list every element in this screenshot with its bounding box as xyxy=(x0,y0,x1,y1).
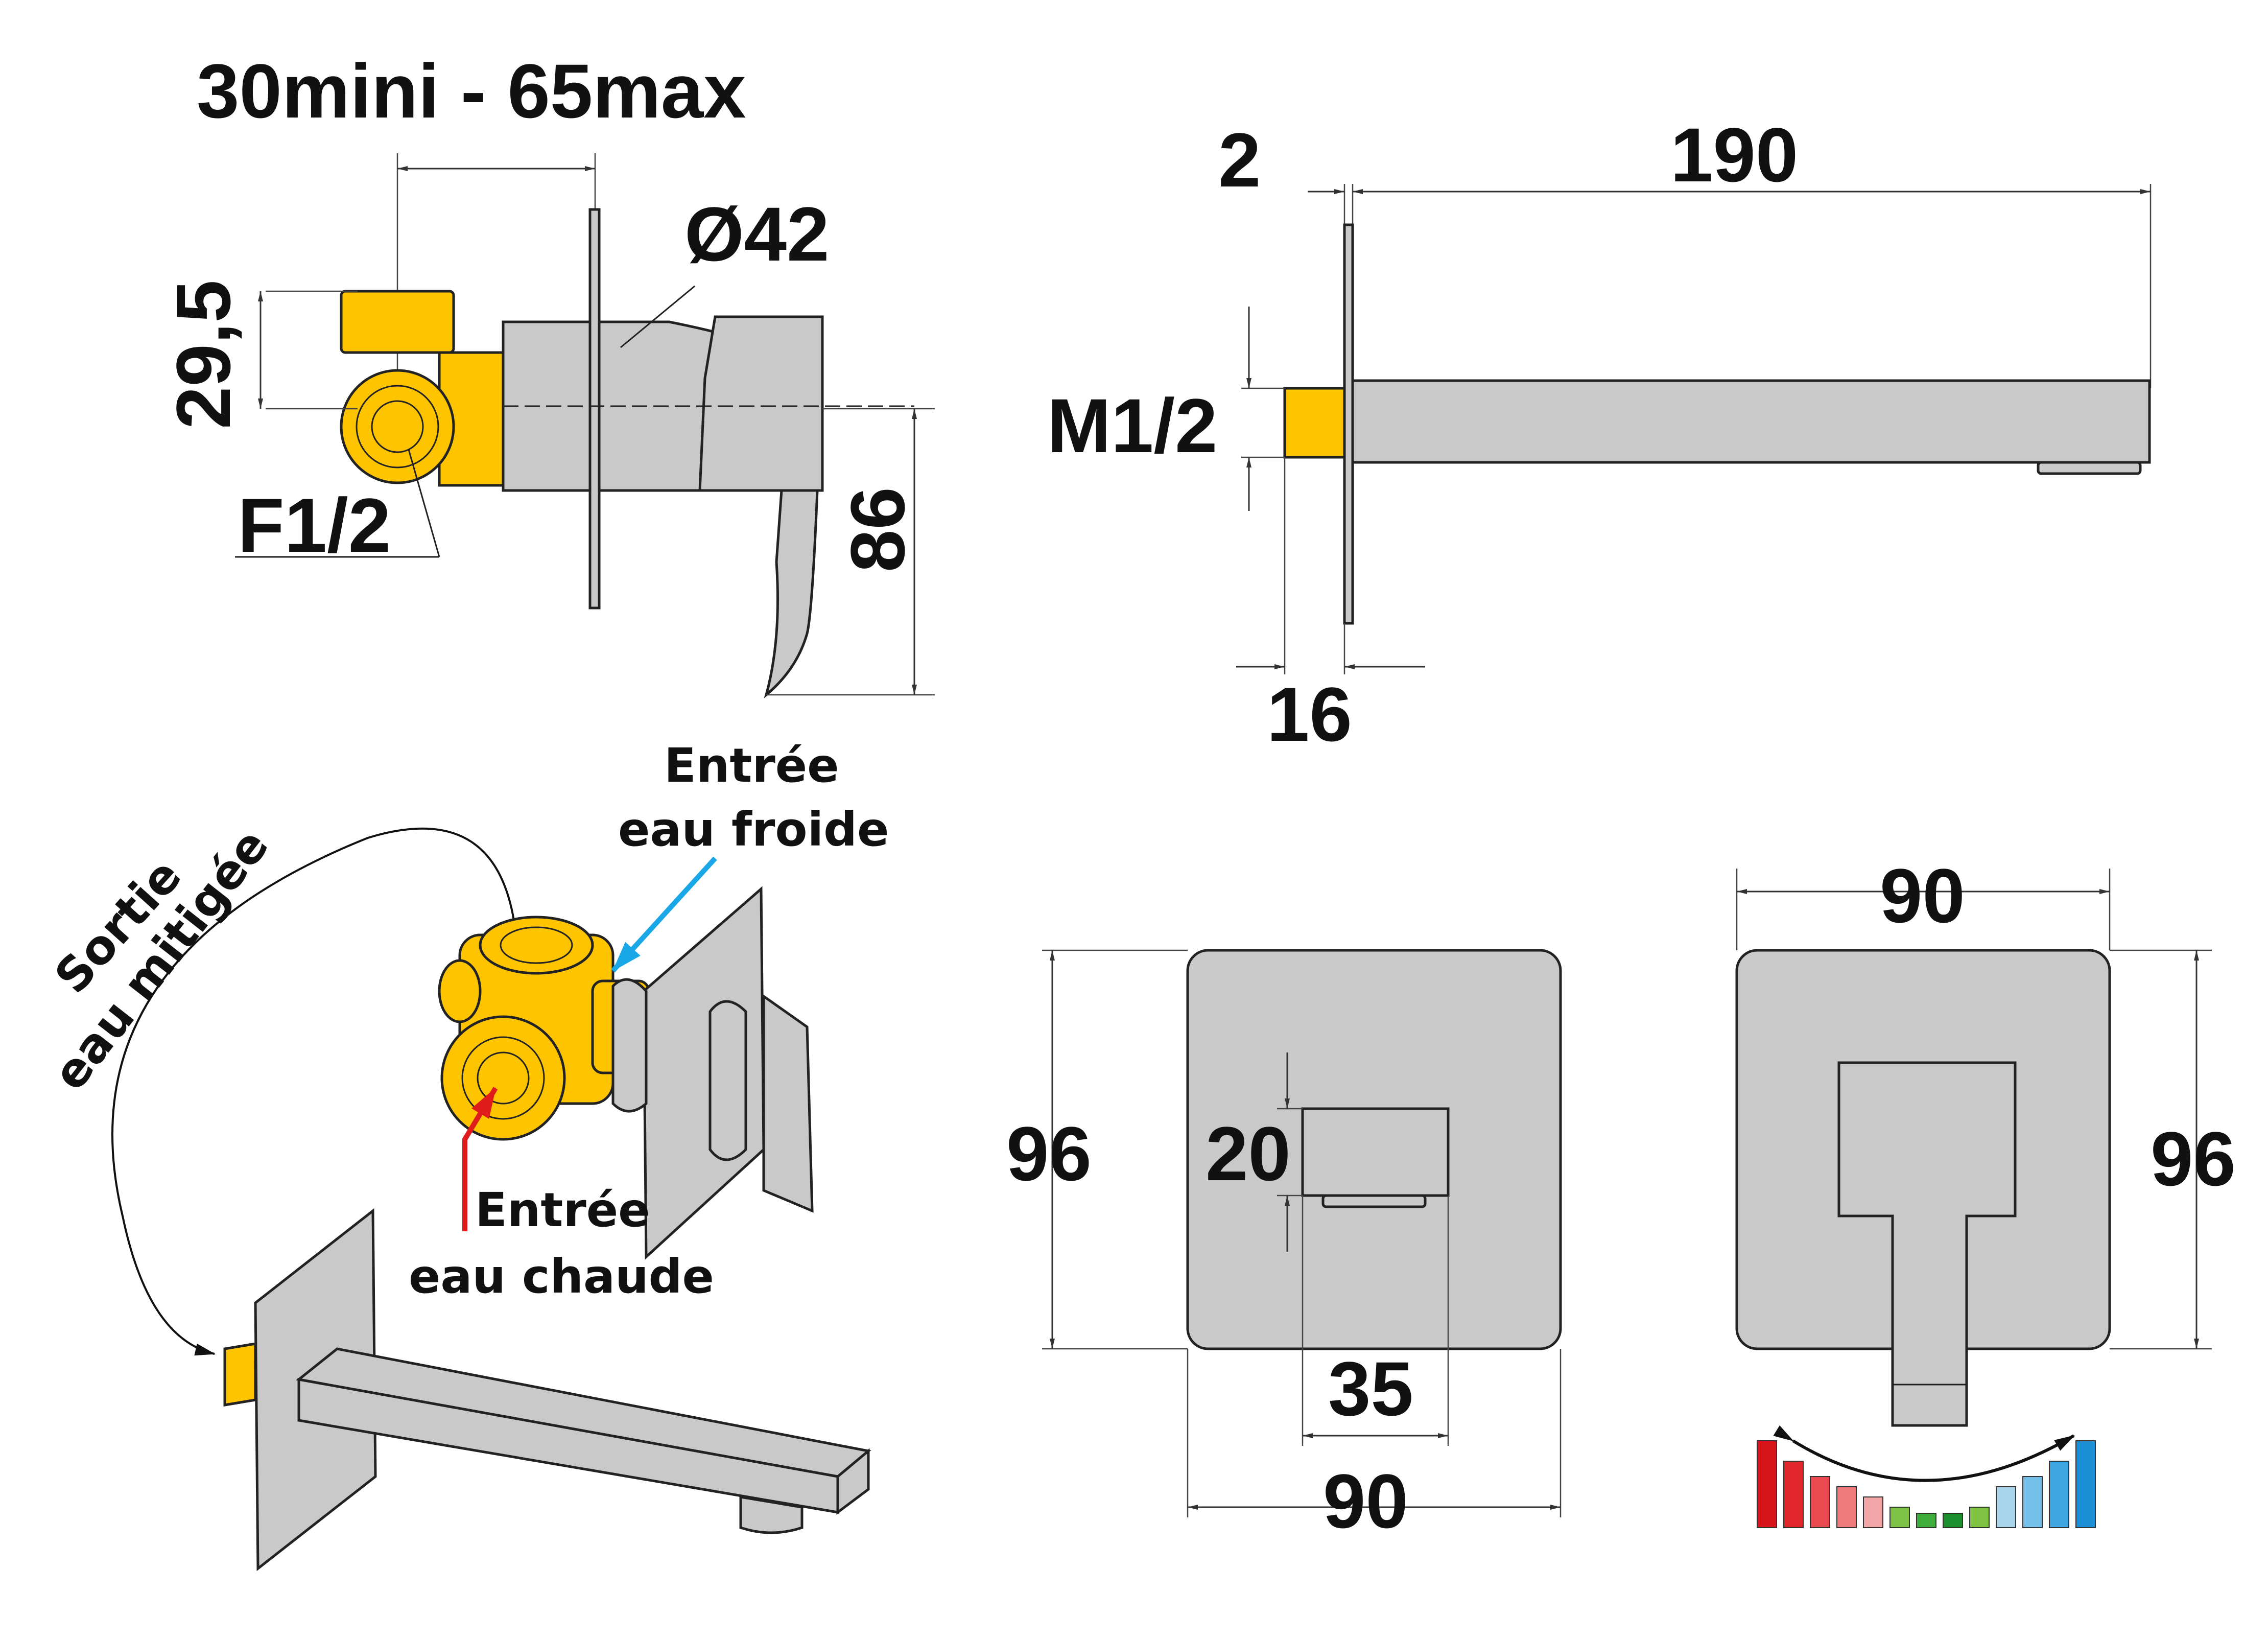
flow-view: Sortie eau mitigée Entrée eau froide Ent… xyxy=(42,738,889,1572)
inlet-thread-label: F1/2 xyxy=(238,482,391,568)
front-plate-width-label: 90 xyxy=(1323,1458,1408,1544)
double-arrow-icon xyxy=(1773,1425,2075,1482)
spout-body xyxy=(1351,379,2151,464)
mixer-side-view: 30mini - 65max 29,5 Ø42 F1/2 xyxy=(160,48,935,699)
temperature-bar xyxy=(1836,1486,1857,1528)
temperature-bar xyxy=(1969,1507,1990,1528)
lever xyxy=(764,489,819,699)
depth-range-label: 30mini - 65max xyxy=(197,48,746,134)
spout-brass-nipple xyxy=(1283,387,1346,459)
plate-thickness-label: 2 xyxy=(1218,117,1261,203)
temperature-scale-icon xyxy=(1757,1440,2096,1528)
temperature-bar xyxy=(1757,1440,1777,1528)
temperature-bar xyxy=(1810,1476,1830,1528)
front-mixer-plate: 90 96 xyxy=(1735,853,2236,1528)
front-plate-height-label: 96 xyxy=(1006,1111,1092,1197)
spout-thread-label: M1/2 xyxy=(1047,383,1217,469)
cold-inlet-line2: eau froide xyxy=(618,802,889,857)
cold-inlet-line1: Entrée xyxy=(664,738,839,793)
spout-side-view: 2 190 M1/2 16 xyxy=(1047,112,2152,757)
mixer-plate-height-label: 96 xyxy=(2151,1116,2236,1202)
outlet-flow-arrow xyxy=(111,827,517,1356)
temperature-bar xyxy=(2075,1440,2096,1528)
temperature-bar xyxy=(2049,1461,2069,1528)
temperature-bar xyxy=(1889,1507,1910,1528)
spout-length-label: 190 xyxy=(1670,112,1798,198)
diameter-label: Ø42 xyxy=(684,191,830,277)
front-spout-width-label: 35 xyxy=(1328,1346,1413,1432)
front-spout-height-label: 20 xyxy=(1206,1111,1291,1197)
temperature-bar xyxy=(1996,1486,2016,1528)
temperature-bar xyxy=(1943,1513,1963,1528)
hot-inlet-line1: Entrée xyxy=(475,1183,650,1237)
nipple-length-label: 16 xyxy=(1267,671,1352,757)
temperature-bar xyxy=(1916,1513,1936,1528)
hot-inlet-arrow xyxy=(462,1087,498,1231)
temperature-bar xyxy=(1863,1496,1883,1528)
front-spout-plate: 96 20 35 90 xyxy=(1006,949,1562,1544)
wall-plate xyxy=(588,208,601,610)
brass-valve-body xyxy=(340,290,455,354)
hot-inlet-line2: eau chaude xyxy=(409,1249,714,1304)
mixer-plate-width-label: 90 xyxy=(1880,853,1965,939)
front-spout-outlet xyxy=(1301,1107,1450,1197)
temperature-bar xyxy=(2022,1476,2043,1528)
cold-inlet-arrow xyxy=(611,856,717,973)
lever-height-label: 86 xyxy=(835,487,920,572)
temperature-bar xyxy=(1783,1461,1804,1528)
height-offset-label: 29,5 xyxy=(160,280,246,429)
